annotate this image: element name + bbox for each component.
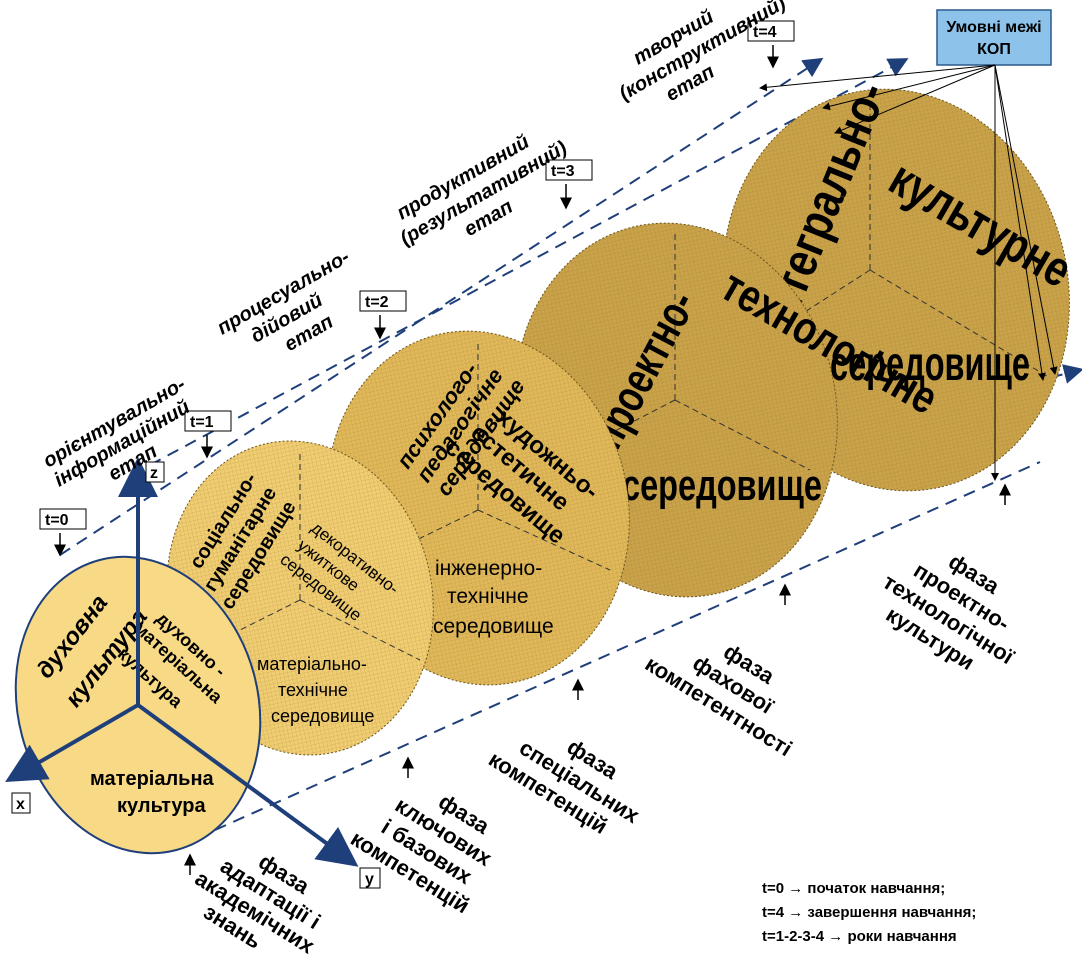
- axes: [5, 457, 359, 867]
- footnote-line1: t=0 → початок навчання;: [762, 880, 945, 897]
- x-axis-label: x: [16, 796, 25, 813]
- phase1-label: фаза ключових і базових компетенцій: [346, 789, 497, 919]
- phase3-label: фаза фахової компетентності: [641, 639, 797, 762]
- t0-marker: t=0: [39, 508, 87, 557]
- dashed-line-upper: [149, 58, 909, 466]
- phase-arrows: [184, 483, 1011, 875]
- boundary-legend-line2: КОП: [977, 41, 1011, 58]
- stage3-label: продуктивний (результативний) етап: [393, 131, 571, 250]
- stage2-label: процесуально- дійовий етап: [214, 246, 354, 356]
- ellipse2-eng-line3: середовище: [433, 615, 554, 638]
- phase2-label: фаза спеціальних компетенцій: [484, 734, 644, 839]
- phase4-label: фаза проектно- технологічної культури: [879, 549, 1019, 675]
- y-axis-line: [136, 703, 359, 867]
- footnote: t=0 → початок навчання; t=4 → завершення…: [762, 880, 976, 945]
- ellipse2-eng-line2: технічне: [447, 585, 529, 608]
- time-markers: t=0 t=1 t=2 t=3 t=4: [39, 20, 795, 557]
- t4-marker: t=4: [747, 20, 795, 69]
- ellipse1-technical-label: матеріально- технічне середовище: [257, 654, 374, 726]
- ellipse4-bottom-label: середовище: [830, 338, 1030, 391]
- ellipse0-material-label: матеріальна культура: [90, 768, 215, 817]
- t1-marker: t=1: [184, 410, 232, 459]
- ellipse1-tech-line1: матеріально-: [257, 654, 367, 674]
- t2-label: t=2: [365, 294, 389, 311]
- ellipse2-eng-line1: інженерно-: [435, 557, 542, 580]
- t3-marker: t=3: [545, 159, 593, 210]
- footnote-line2: t=4 → завершення навчання;: [762, 904, 976, 921]
- t3-label: t=3: [551, 163, 575, 180]
- dashed-line-top: [59, 57, 824, 556]
- t0-label: t=0: [45, 512, 69, 529]
- t2-marker: t=2: [359, 290, 407, 340]
- ellipse3-bottom-label: середовище: [622, 461, 822, 510]
- ellipse0-material-line1: матеріальна: [90, 768, 215, 790]
- phase0-label: фаза адаптації і академічних знань: [191, 849, 325, 959]
- x-axis-line: [5, 703, 140, 783]
- t4-label: t=4: [753, 24, 777, 41]
- stage4-label: творчий (конструктивний) етап: [616, 0, 790, 106]
- z-axis-label: z: [150, 465, 158, 482]
- dashed-line-bottom: [214, 461, 1041, 831]
- footnote-line3: t=1-2-3-4 → роки навчання: [762, 928, 957, 945]
- boundary-legend-line1: Умовні межі: [946, 19, 1041, 36]
- y-axis-label: y: [365, 871, 374, 888]
- stage1-label: орієнтувально- інформаційний етап: [40, 373, 194, 491]
- ellipse1-tech-line2: технічне: [278, 680, 348, 700]
- boundary-legend: Умовні межі КОП: [759, 9, 1058, 481]
- ellipse2-engineering-label: інженерно- технічне середовище: [433, 557, 554, 638]
- ellipse1-tech-line3: середовище: [271, 706, 374, 726]
- t1-label: t=1: [190, 414, 214, 431]
- ellipse0-material-line2: культура: [117, 795, 206, 817]
- axis-labels: z x y: [11, 461, 381, 889]
